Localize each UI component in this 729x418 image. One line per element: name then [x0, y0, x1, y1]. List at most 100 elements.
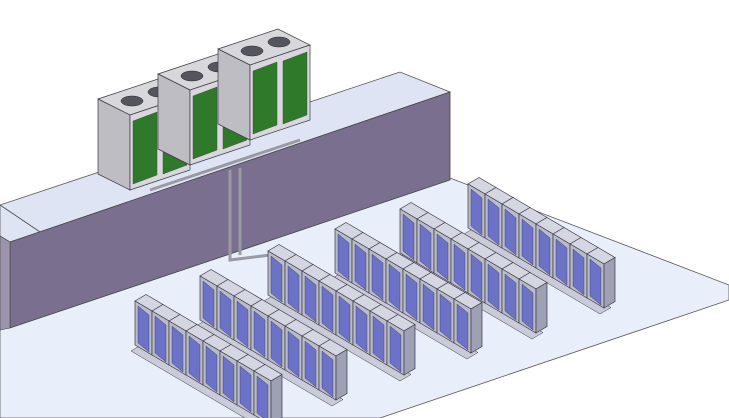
server-rack: [199, 269, 229, 331]
fan-icon: [267, 36, 291, 48]
rack-front-panel: [521, 283, 534, 331]
rack-end-side: [603, 256, 616, 309]
server-rack: [318, 339, 348, 401]
rack-front-panel: [521, 218, 534, 266]
server-rack: [351, 232, 381, 294]
rack-front-panel: [504, 273, 517, 321]
chiller-coil-panel: [132, 111, 158, 185]
rack-front-panel: [321, 285, 334, 333]
rack-front-panel: [287, 330, 300, 378]
rack-front-panel: [388, 263, 401, 311]
rack-row-6: [463, 177, 616, 315]
rack-front-panel: [439, 293, 452, 341]
rack-front-panel: [222, 355, 235, 403]
rack-end-side: [335, 348, 348, 401]
chiller-coil-panel: [192, 86, 218, 160]
rack-row-2: [195, 269, 348, 407]
server-rack: [267, 244, 297, 306]
server-rack: [318, 274, 348, 336]
rack-front-panel: [589, 258, 602, 306]
server-rack: [501, 262, 531, 324]
rack-front-panel: [270, 255, 283, 303]
pipe: [228, 170, 271, 262]
rack-front-panel: [137, 305, 150, 353]
fan-icon: [180, 70, 204, 82]
rack-front-panel: [487, 198, 500, 246]
rack-front-panel: [354, 243, 367, 291]
rack-front-panel: [287, 265, 300, 313]
server-rack: [586, 247, 616, 309]
rack-front-panel: [372, 315, 385, 363]
server-rack: [453, 292, 483, 354]
rack-end-side: [470, 301, 483, 354]
rack-front-panel: [456, 303, 469, 351]
server-rack: [399, 202, 429, 264]
server-rack: [250, 299, 280, 361]
rack-front-panel: [436, 233, 449, 281]
server-rack: [202, 334, 232, 396]
server-rack: [535, 217, 565, 279]
rack-front-panel: [405, 273, 418, 321]
server-rack: [552, 227, 582, 289]
rack-rows: [130, 177, 616, 418]
rack-front-panel: [171, 325, 184, 373]
rack-row-1: [130, 294, 283, 418]
rack-front-panel: [188, 335, 201, 383]
server-rack: [369, 304, 399, 366]
rack-front-panel: [239, 365, 252, 413]
server-rack: [386, 314, 416, 376]
chiller-coil-panel: [252, 61, 278, 135]
rack-front-panel: [538, 228, 551, 276]
rack-front-panel: [253, 310, 266, 358]
fan-icon: [240, 45, 264, 57]
rack-front-panel: [337, 233, 350, 281]
rack-front-panel: [470, 188, 483, 236]
rack-front-panel: [555, 238, 568, 286]
rack-front-panel: [256, 375, 269, 418]
server-rack: [233, 289, 263, 351]
server-rack: [518, 272, 548, 334]
rack-front-panel: [419, 223, 432, 271]
server-rack: [284, 319, 314, 381]
rack-front-panel: [321, 350, 334, 398]
rack-front-panel: [453, 243, 466, 291]
rack-front-panel: [236, 300, 249, 348]
server-rack: [236, 354, 266, 416]
rack-row-3: [263, 244, 416, 382]
rack-front-panel: [154, 315, 167, 363]
rack-end-side: [403, 323, 416, 376]
chiller-units: [97, 28, 311, 191]
server-rack: [368, 242, 398, 304]
rack-front-panel: [402, 213, 415, 261]
chiller-unit-3: [217, 28, 311, 141]
server-rack: [301, 264, 331, 326]
server-rack: [335, 284, 365, 346]
rack-front-panel: [304, 275, 317, 323]
rack-front-panel: [219, 290, 232, 338]
coolant-pipes: [149, 138, 301, 262]
chiller-side: [157, 73, 191, 166]
rack-row-4: [330, 222, 483, 360]
rack-front-panel: [504, 208, 517, 256]
server-rack: [284, 254, 314, 316]
server-rack: [385, 252, 415, 314]
rack-front-panel: [304, 340, 317, 388]
server-rack: [219, 344, 249, 406]
server-rack: [168, 314, 198, 376]
rack-front-panel: [205, 345, 218, 393]
pipe: [149, 138, 301, 192]
rack-front-panel: [572, 248, 585, 296]
rack-front-panel: [355, 305, 368, 353]
rack-front-panel: [422, 283, 435, 331]
chiller-coil-panel: [282, 51, 308, 125]
rack-front-panel: [371, 253, 384, 301]
chiller-side: [97, 98, 131, 191]
server-rack: [484, 252, 514, 314]
server-rack: [569, 237, 599, 299]
rack-front-panel: [338, 295, 351, 343]
rack-front-panel: [487, 263, 500, 311]
rack-front-panel: [270, 320, 283, 368]
chiller-side: [217, 48, 251, 141]
server-rack: [402, 262, 432, 324]
wall-end-face: [0, 235, 11, 331]
